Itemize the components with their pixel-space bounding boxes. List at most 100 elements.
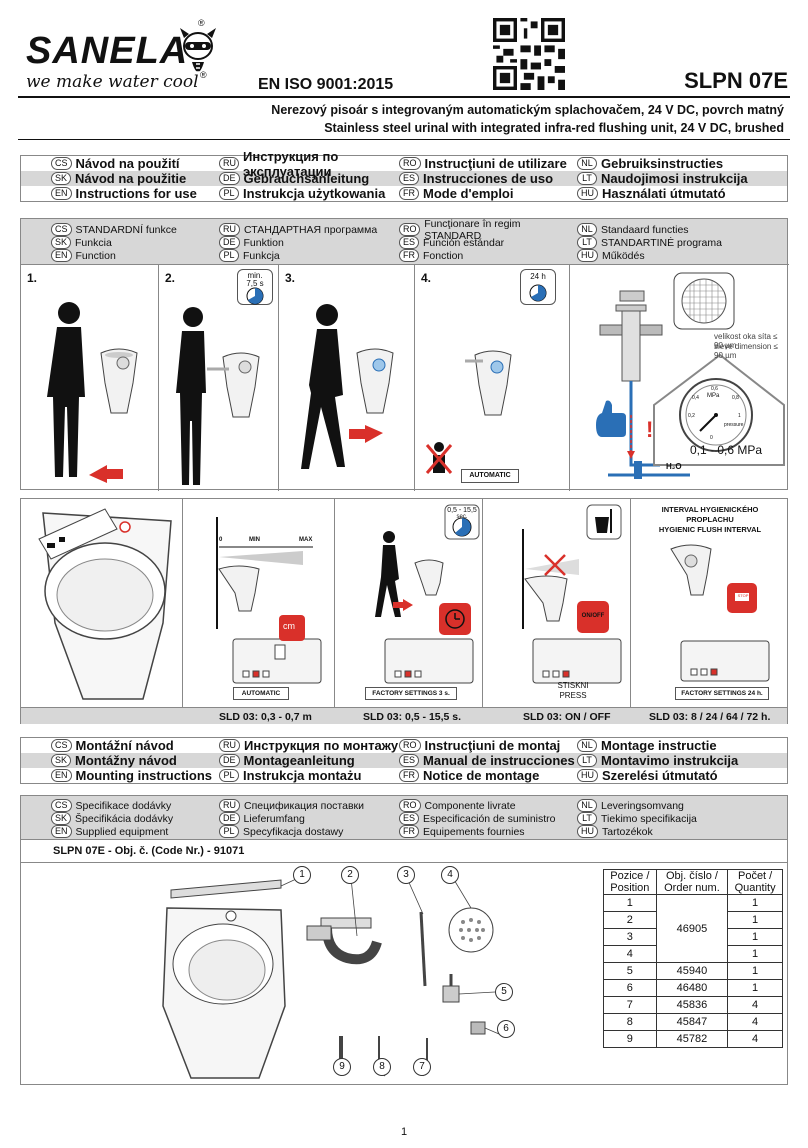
table-cell: 46480 <box>655 979 729 997</box>
table-cell: 45847 <box>655 1013 729 1031</box>
language-code-badge: EN <box>51 825 72 838</box>
table-cell: 4 <box>727 1030 783 1048</box>
sld-values-bar: SLD 03: 0,3 - 0,7 m SLD 03: 0,5 - 15,5 s… <box>21 707 787 724</box>
table-cell: 1 <box>727 928 783 946</box>
language-title: Instructions for use <box>75 186 197 201</box>
table-cell: 8 <box>603 1013 657 1031</box>
language-title: Montageanleitung <box>243 753 355 768</box>
language-title: Funcţionare în regim STANDARD <box>424 217 521 242</box>
language-code-badge: ES <box>399 812 420 825</box>
language-code-badge: PL <box>219 187 239 200</box>
language-code-badge: PL <box>219 769 239 782</box>
factory-settings-24h-label: FACTORY SETTINGS 24 h. <box>675 687 769 700</box>
language-title: Equipements fournies <box>423 825 525 838</box>
callout-3: 3 <box>397 866 415 884</box>
iso-certification: EN ISO 9001:2015 <box>258 76 394 93</box>
table-cell: 5 <box>603 962 657 980</box>
range-setting-panel: 0 MIN MAX cm AUTOMATIC <box>183 499 335 707</box>
table-cell: 4 <box>603 945 657 963</box>
language-code-badge: RO <box>399 223 421 236</box>
automatic-label: AUTOMATIC <box>461 469 519 483</box>
range-max: MAX <box>299 537 313 543</box>
callout-7: 7 <box>413 1058 431 1076</box>
language-title: Naudojimosi instrukcija <box>601 171 748 186</box>
language-title: Lieferumfang <box>243 812 305 825</box>
language-code-badge: ES <box>399 754 420 767</box>
language-code-badge: HU <box>577 187 598 200</box>
language-code-badge: ES <box>399 172 420 185</box>
table-cell: 1 <box>727 962 783 980</box>
language-code-badge: CS <box>51 799 72 812</box>
language-title: Especificación de suministro <box>423 812 556 825</box>
interval-setting-illustration <box>670 544 770 682</box>
raccoon-icon <box>180 28 216 73</box>
language-code-badge: NL <box>577 799 597 812</box>
language-code-badge: SK <box>51 172 72 185</box>
callout-6: 6 <box>497 1020 515 1038</box>
language-code-badge: SK <box>51 236 72 249</box>
parts-table: Pozice /Position Obj. číslo /Order num. … <box>603 869 783 1048</box>
callout-8: 8 <box>373 1058 391 1076</box>
callout-2: 2 <box>341 866 359 884</box>
language-code-badge: LT <box>577 812 597 825</box>
description-cs: Nerezový pisoár s integrovaným automatic… <box>271 103 784 117</box>
table-cell: 45836 <box>655 996 729 1014</box>
model-number: SLPN 07E <box>684 68 788 93</box>
language-code-badge: FR <box>399 825 419 838</box>
settings-panel: 0 MIN MAX cm AUTOMATIC 0,5 - 15,5 sec. F… <box>20 498 788 724</box>
table-cell: 3 <box>603 928 657 946</box>
urinal-sensor-illustration <box>38 508 172 700</box>
language-title: Componente livrate <box>424 799 516 812</box>
language-code-badge: ES <box>399 236 420 249</box>
language-title: Specyfikacja dostawy <box>243 825 344 838</box>
sieve-size-en: sieve dimension ≤ 90 µm <box>714 342 778 360</box>
callout-4: 4 <box>441 866 459 884</box>
onoff-setting-illustration <box>522 504 622 684</box>
table-cell: 4 <box>727 1013 783 1031</box>
language-code-badge: RU <box>219 799 240 812</box>
language-title: Инструкция по эксплуатации <box>243 148 339 179</box>
table-cell: 1 <box>727 979 783 997</box>
page-number: 1 <box>400 1126 408 1138</box>
clock-icon <box>246 287 264 305</box>
language-title: Montavimo instrukcija <box>601 753 739 768</box>
press-label-cs: STISKNI <box>557 681 589 690</box>
timer-value: 7,5 s <box>246 279 264 288</box>
timer-box: min. 7,5 s <box>237 269 273 305</box>
language-title: Function <box>75 249 116 262</box>
timer-24h-label: 24 h <box>530 272 546 281</box>
range-zero: 0 <box>219 537 223 543</box>
language-code-badge: EN <box>51 769 72 782</box>
person-using-illustration <box>176 307 260 485</box>
timer-24h-box: 24 h <box>520 269 556 305</box>
table-cell: 1 <box>603 894 657 912</box>
language-title: Specifikace dodávky <box>75 799 172 812</box>
table-cell: 46905 <box>655 894 729 963</box>
language-code-badge: CS <box>51 223 72 236</box>
